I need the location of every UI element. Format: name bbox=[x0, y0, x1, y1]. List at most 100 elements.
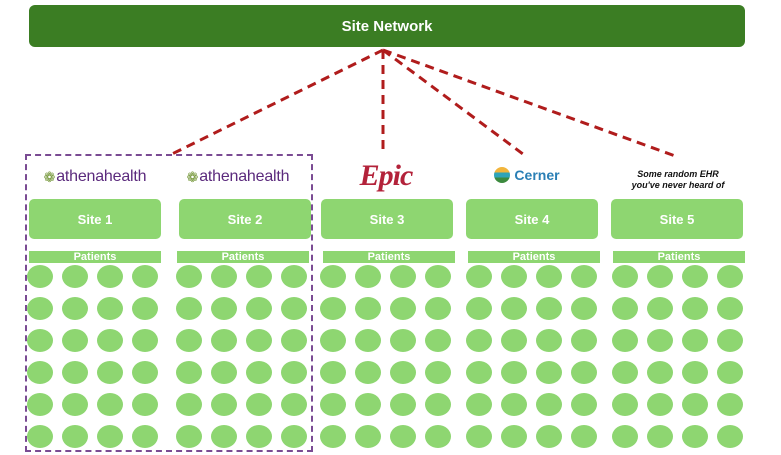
patient-dot bbox=[501, 329, 527, 352]
patient-dot bbox=[612, 265, 638, 288]
patient-dot bbox=[536, 393, 562, 416]
site-2-box: Site 2 bbox=[179, 199, 311, 239]
patient-dot bbox=[536, 329, 562, 352]
patient-dot bbox=[466, 425, 492, 448]
patient-dot bbox=[390, 329, 416, 352]
patient-dot bbox=[717, 329, 743, 352]
unknown-ehr-label: Some random EHR you've never heard of bbox=[631, 169, 725, 190]
patient-dot bbox=[647, 425, 673, 448]
patient-dot bbox=[355, 265, 381, 288]
athenahealth-site-group bbox=[25, 154, 313, 452]
patient-dot bbox=[501, 361, 527, 384]
patient-dot bbox=[132, 329, 158, 352]
patient-dot bbox=[211, 425, 237, 448]
patient-dot bbox=[647, 265, 673, 288]
patient-dot bbox=[281, 361, 307, 384]
patient-dot bbox=[425, 425, 451, 448]
patient-dot bbox=[62, 297, 88, 320]
patient-dot bbox=[320, 361, 346, 384]
patient-dot bbox=[501, 265, 527, 288]
patient-dot bbox=[425, 393, 451, 416]
patient-dot bbox=[211, 329, 237, 352]
patient-dot bbox=[390, 265, 416, 288]
patient-dot bbox=[390, 425, 416, 448]
patient-dot bbox=[682, 361, 708, 384]
patient-dot bbox=[501, 393, 527, 416]
patient-dot bbox=[425, 265, 451, 288]
patient-dot bbox=[425, 329, 451, 352]
patient-dot bbox=[176, 361, 202, 384]
patient-dot bbox=[717, 393, 743, 416]
patients-label-site-3: Patients bbox=[323, 251, 455, 263]
patients-label-site-5: Patients bbox=[613, 251, 745, 263]
patient-dot bbox=[176, 297, 202, 320]
patient-dot bbox=[281, 393, 307, 416]
patient-dot bbox=[717, 265, 743, 288]
patient-dot bbox=[320, 425, 346, 448]
patient-dot bbox=[62, 329, 88, 352]
patient-dot bbox=[211, 393, 237, 416]
patient-dot bbox=[281, 425, 307, 448]
patient-dot bbox=[281, 297, 307, 320]
patient-dot bbox=[682, 425, 708, 448]
patient-dot bbox=[97, 265, 123, 288]
patient-dot bbox=[27, 265, 53, 288]
cerner-mark-icon bbox=[494, 167, 511, 183]
patient-dot bbox=[97, 329, 123, 352]
patients-label-site-1: Patients bbox=[29, 251, 161, 263]
patient-dot bbox=[246, 425, 272, 448]
patient-dot bbox=[97, 425, 123, 448]
patient-dot bbox=[132, 265, 158, 288]
patient-dot bbox=[571, 297, 597, 320]
patient-dot bbox=[132, 361, 158, 384]
patient-dot bbox=[466, 329, 492, 352]
patient-dot bbox=[571, 329, 597, 352]
connector-site-5 bbox=[382, 48, 679, 159]
patient-dot bbox=[62, 425, 88, 448]
patient-dot bbox=[682, 265, 708, 288]
patient-dot bbox=[717, 361, 743, 384]
patient-dot bbox=[466, 393, 492, 416]
patient-dot bbox=[246, 393, 272, 416]
patient-dot bbox=[571, 425, 597, 448]
patient-dot bbox=[355, 393, 381, 416]
patient-dot bbox=[211, 297, 237, 320]
patient-dot bbox=[62, 265, 88, 288]
patient-dot bbox=[27, 393, 53, 416]
patient-dot bbox=[132, 425, 158, 448]
patient-dot bbox=[27, 329, 53, 352]
patients-label-site-2: Patients bbox=[177, 251, 309, 263]
site-network-title: Site Network bbox=[341, 17, 433, 35]
patient-dot bbox=[62, 361, 88, 384]
patient-dot bbox=[466, 361, 492, 384]
patient-dot bbox=[717, 425, 743, 448]
patient-dot bbox=[682, 297, 708, 320]
patient-dot bbox=[355, 297, 381, 320]
patient-dot bbox=[27, 361, 53, 384]
patient-dot bbox=[536, 361, 562, 384]
patient-dot bbox=[246, 265, 272, 288]
patient-dot bbox=[320, 329, 346, 352]
patient-dot bbox=[612, 393, 638, 416]
patient-dot bbox=[536, 297, 562, 320]
patient-dot bbox=[612, 361, 638, 384]
patient-dot bbox=[612, 297, 638, 320]
patient-dot bbox=[246, 297, 272, 320]
patient-dot bbox=[27, 297, 53, 320]
patient-dot bbox=[466, 297, 492, 320]
cerner-logo: Cerner bbox=[461, 162, 593, 188]
patient-dot bbox=[682, 393, 708, 416]
patient-dot bbox=[320, 393, 346, 416]
patient-dot bbox=[536, 265, 562, 288]
patient-dot bbox=[390, 361, 416, 384]
patient-dot bbox=[501, 425, 527, 448]
patient-dot bbox=[176, 425, 202, 448]
site-1-box: Site 1 bbox=[29, 199, 161, 239]
patient-dot bbox=[647, 393, 673, 416]
athenahealth-logo: ❁athenahealth bbox=[186, 168, 290, 185]
connector-site-4 bbox=[382, 48, 528, 159]
patient-dot bbox=[571, 361, 597, 384]
patients-label-site-4: Patients bbox=[468, 251, 600, 263]
site-3-box: Site 3 bbox=[321, 199, 453, 239]
